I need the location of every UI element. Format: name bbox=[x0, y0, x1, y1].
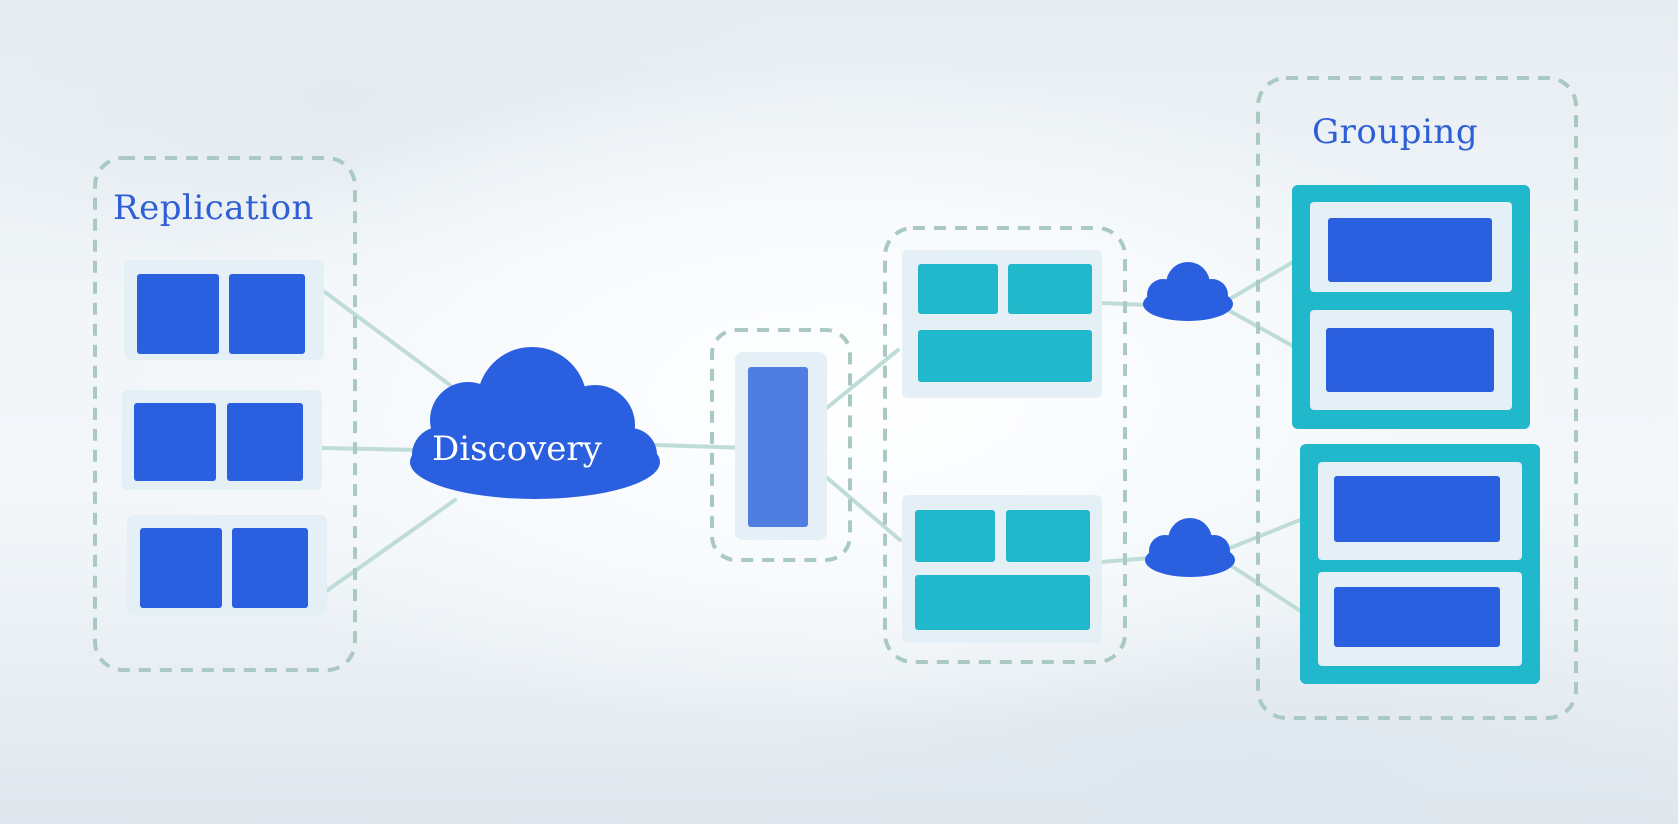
discovery-label: Discovery bbox=[432, 429, 603, 469]
gateway-bar bbox=[748, 367, 808, 527]
replica-block bbox=[137, 274, 219, 354]
node-block bbox=[1006, 510, 1090, 562]
node-block bbox=[918, 264, 998, 314]
node-block bbox=[918, 330, 1092, 382]
node-block bbox=[1008, 264, 1092, 314]
replica-block bbox=[227, 403, 303, 481]
group-member bbox=[1334, 476, 1500, 542]
group-member bbox=[1328, 218, 1492, 282]
gateway-node bbox=[735, 352, 827, 540]
replica-block bbox=[134, 403, 216, 481]
connector-cloud-group2-a bbox=[1228, 518, 1302, 550]
connector-discovery-gateway bbox=[653, 443, 750, 450]
group-member bbox=[1334, 587, 1500, 647]
replication-container bbox=[93, 156, 357, 672]
connector-cloud-group1-a bbox=[1226, 256, 1302, 302]
connector-replication-1 bbox=[320, 288, 452, 387]
connector-cloud-group1-b bbox=[1226, 308, 1302, 352]
grouping-container bbox=[1256, 76, 1578, 720]
group-member bbox=[1326, 328, 1494, 392]
replication-row-3 bbox=[127, 515, 327, 615]
group-1 bbox=[1292, 185, 1530, 429]
grouping-label: Grouping bbox=[1312, 112, 1478, 152]
node-block bbox=[915, 510, 995, 562]
small-cloud-icon bbox=[1143, 262, 1233, 321]
connector-cloud-group2-b bbox=[1228, 563, 1304, 614]
replication-label: Replication bbox=[113, 188, 314, 228]
discovery-cloud-icon bbox=[410, 347, 660, 499]
small-cloud-icon bbox=[1145, 518, 1235, 577]
replica-block bbox=[229, 274, 305, 354]
replication-row-1 bbox=[124, 260, 324, 360]
connector-replication-3 bbox=[323, 498, 457, 594]
group-2 bbox=[1300, 444, 1540, 684]
replica-block bbox=[140, 528, 222, 608]
replication-row-2 bbox=[122, 390, 322, 490]
replica-block bbox=[232, 528, 308, 608]
node-bottom bbox=[902, 495, 1102, 643]
nodes-container bbox=[883, 226, 1127, 664]
node-top bbox=[902, 250, 1102, 398]
gateway-container bbox=[710, 328, 852, 562]
node-block bbox=[915, 575, 1090, 630]
connector-replication-2 bbox=[320, 446, 422, 452]
